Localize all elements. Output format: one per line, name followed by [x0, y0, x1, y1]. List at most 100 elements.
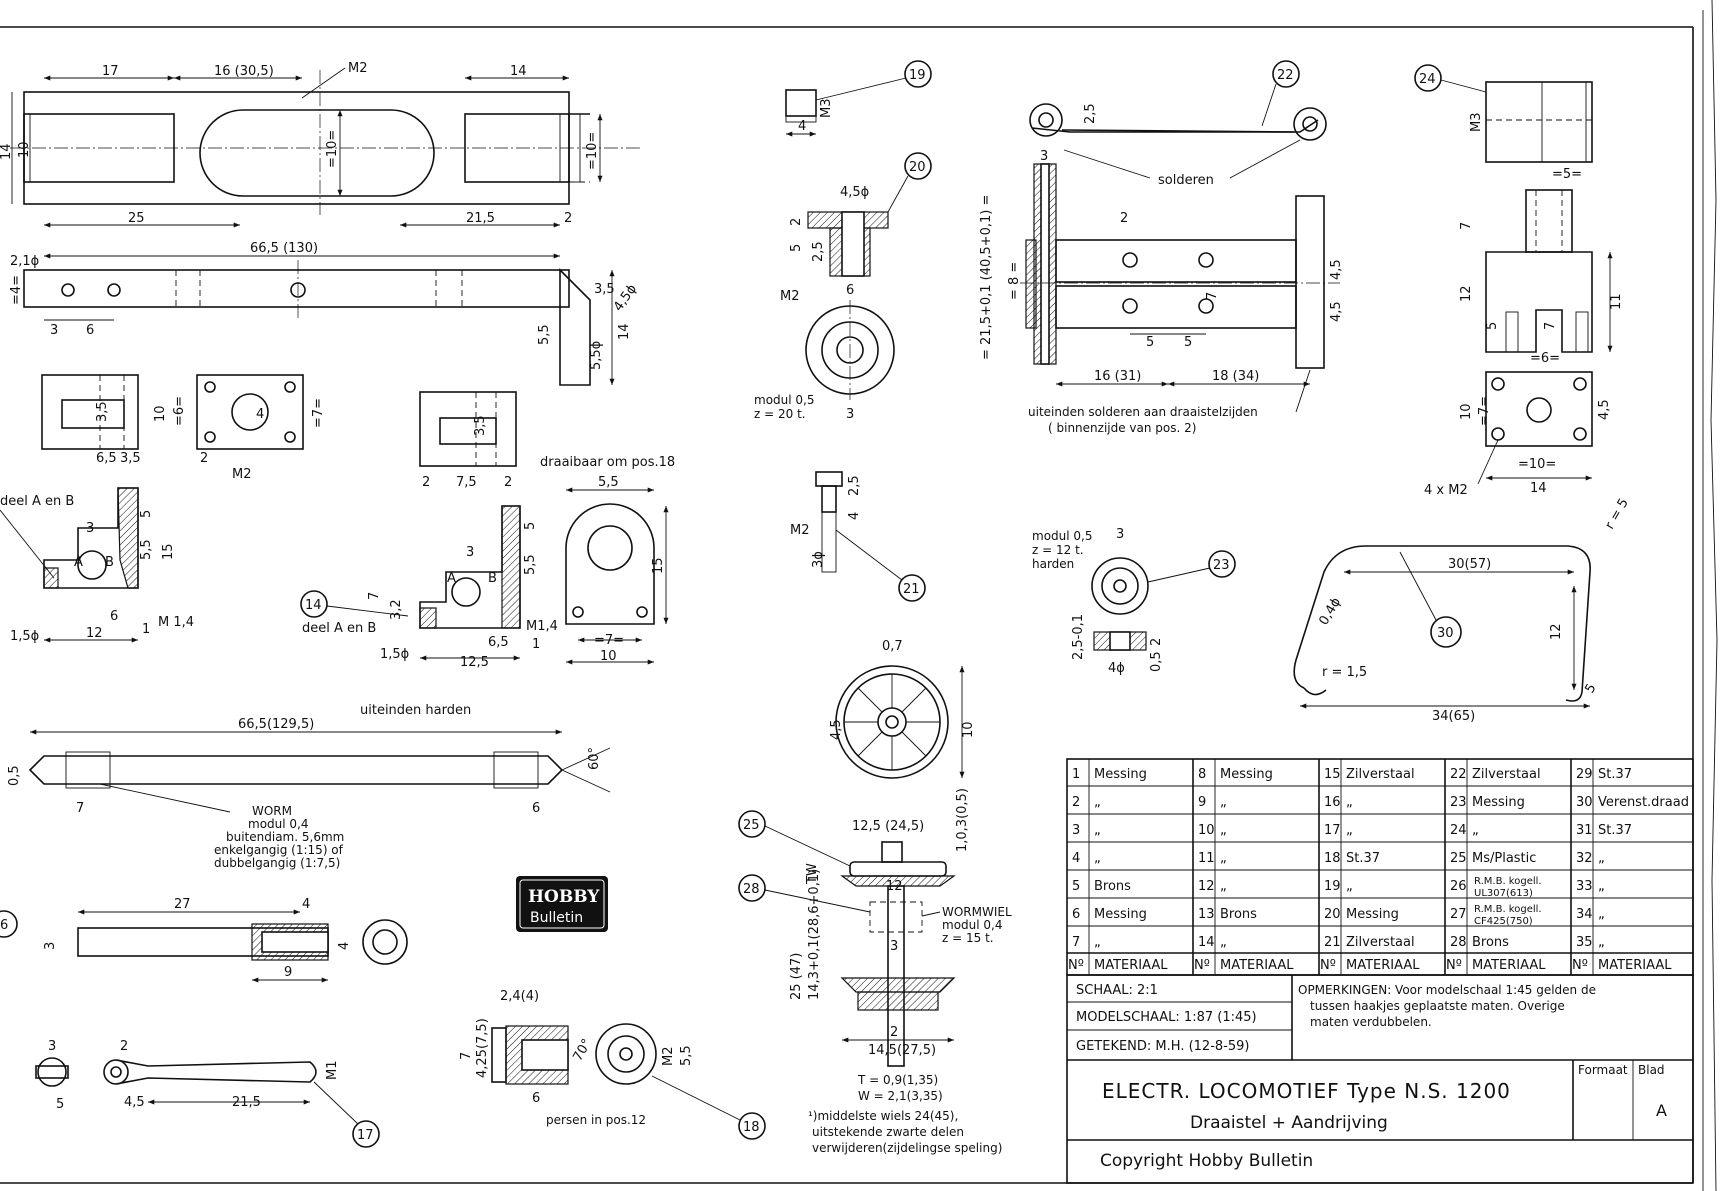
tb-title: ELECTR. LOCOMOTIEF Type N.S. 1200	[1102, 1079, 1511, 1103]
label-b2: B	[488, 571, 497, 586]
material-number: 24	[1450, 823, 1467, 838]
material-number: 12	[1198, 879, 1215, 894]
material-cell: „	[1598, 879, 1605, 894]
dim-m1: M1	[325, 1061, 340, 1081]
material-number: 21	[1324, 935, 1341, 950]
label-b: B	[105, 555, 114, 570]
dim-5h: 5	[1582, 681, 1599, 696]
tb-formaat: Formaat	[1578, 1063, 1628, 1077]
material-cell: „	[1598, 935, 1605, 950]
material-cell: „	[1598, 851, 1605, 866]
dim-m2d: M2	[780, 289, 800, 304]
material-cell: „	[1346, 879, 1353, 894]
part-bogie-assembly: 3 2 = 21,5+0,1 (40,5+0,1) = = 8 = 7 4,5 …	[979, 149, 1344, 435]
material-header: Nº	[1320, 958, 1336, 973]
dim-27: 27	[174, 897, 191, 912]
material-number: 20	[1324, 907, 1341, 922]
label-a2: A	[447, 571, 456, 586]
material-cell: Ms/Plastic	[1472, 851, 1536, 866]
dim-7eqc: =7=	[1477, 396, 1492, 426]
dim-5-5c: 5,5	[139, 539, 154, 560]
dim-5b: 5	[523, 522, 538, 530]
material-number: 32	[1576, 851, 1593, 866]
label-z-12: z = 12 t.	[1032, 543, 1084, 557]
tb-copyright: Copyright Hobby Bulletin	[1100, 1151, 1313, 1171]
dim-11: 11	[1609, 293, 1624, 310]
tb-modelschaal: MODELSCHAAL: 1:87 (1:45)	[1076, 1010, 1257, 1025]
material-number: 4	[1072, 851, 1080, 866]
material-cell: Messing	[1220, 767, 1273, 782]
material-number: 16	[1324, 795, 1341, 810]
dim-7c: 7	[459, 1052, 474, 1060]
part-21: M2 2,5 4 3ϕ 21	[790, 471, 926, 602]
dim-5-5: 5,5	[537, 324, 552, 345]
material-cell: „	[1094, 823, 1101, 838]
dim-4d: 4	[337, 942, 352, 950]
dim-7e: 7	[1459, 222, 1474, 230]
dim-4-5e: 4,5	[1329, 259, 1344, 280]
tb-blad-value: A	[1656, 1101, 1667, 1120]
dim-w: W = 2,1(3,35)	[858, 1089, 943, 1103]
dim-2c: 2	[200, 451, 208, 466]
material-cell: „	[1346, 823, 1353, 838]
dim-14d: 14	[1530, 481, 1547, 496]
dim-m3b: M3	[1469, 113, 1484, 133]
dim-12c: 12	[1459, 285, 1474, 302]
callout-18: 18	[743, 1120, 760, 1135]
material-cell: „	[1094, 935, 1101, 950]
dim-5e: 5	[1146, 335, 1154, 350]
dim-4-5f: 4,5	[1329, 301, 1344, 322]
material-number: 10	[1198, 823, 1215, 838]
dim-0-5b: 0,5	[1149, 651, 1164, 672]
material-cell: St.37	[1598, 767, 1632, 782]
dim-34-65: 34(65)	[1432, 709, 1475, 724]
dim-1-5phi: 1,5ϕ	[10, 629, 39, 644]
dim-1-03: 1,0,3(0,5)	[955, 788, 970, 852]
material-cell: St.37	[1598, 823, 1632, 838]
worm-1: WORM	[252, 804, 292, 818]
dim-1-5b: 1,5ϕ	[380, 647, 409, 662]
dim-6eqb: =6=	[1530, 351, 1560, 366]
dim-7f: 7	[1543, 322, 1558, 330]
tb-subtitle: Draaistel + Aandrijving	[1190, 1113, 1388, 1133]
label-uiteinden-harden: uiteinden harden	[360, 703, 471, 718]
material-number: 11	[1198, 851, 1215, 866]
dim-3b: 3	[86, 521, 94, 536]
dim-5c: 5	[56, 1097, 64, 1112]
callout-28: 28	[743, 882, 760, 897]
dim-5d: 5	[789, 244, 804, 252]
dim-3-5b: 3,5	[95, 401, 110, 422]
material-cell: CF425(750)	[1474, 916, 1533, 927]
material-cell: „	[1220, 851, 1227, 866]
material-cell: „	[1220, 823, 1227, 838]
dim-m2: M2	[348, 61, 368, 76]
dim-3: 3	[50, 323, 58, 338]
part-17-pin: 3 5 4,5 21,5 2 M1 17	[35, 1039, 380, 1148]
material-header: Nº	[1068, 958, 1084, 973]
dim-66-5b: 66,5(129,5)	[238, 717, 314, 732]
dim-6-5: 6,5	[96, 451, 117, 466]
dim-12-5-24: 12,5 (24,5)	[852, 819, 924, 834]
tb-schaal: SCHAAL: 2:1	[1076, 983, 1158, 998]
material-cell: „	[1094, 851, 1101, 866]
dim-7-5: 7,5	[456, 475, 477, 490]
label-solderen: solderen	[1158, 173, 1214, 188]
dim-18-34: 18 (34)	[1212, 369, 1259, 384]
dim-7eq: =7=	[311, 398, 326, 428]
material-number: 29	[1576, 767, 1593, 782]
material-number: 30	[1576, 795, 1593, 810]
material-number: 18	[1324, 851, 1341, 866]
part-frame-plate: 17 16 (30,5) M2 14 25 21,5 2 =10= =10= 1…	[0, 61, 640, 228]
dim-2f: 2	[120, 1039, 128, 1054]
dim-12b: 12	[886, 879, 903, 894]
dim-17: 17	[102, 64, 119, 79]
material-number: 2	[1072, 795, 1080, 810]
note-uiteinden-1: uiteinden solderen aan draaistelzijden	[1028, 405, 1258, 419]
material-number: 27	[1450, 907, 1467, 922]
dim-3g: 3	[890, 939, 898, 954]
callout-21: 21	[903, 582, 920, 597]
dim-14: 14	[510, 64, 527, 79]
dim-2-5b: 2,5	[847, 475, 862, 496]
label-a: A	[74, 555, 83, 570]
